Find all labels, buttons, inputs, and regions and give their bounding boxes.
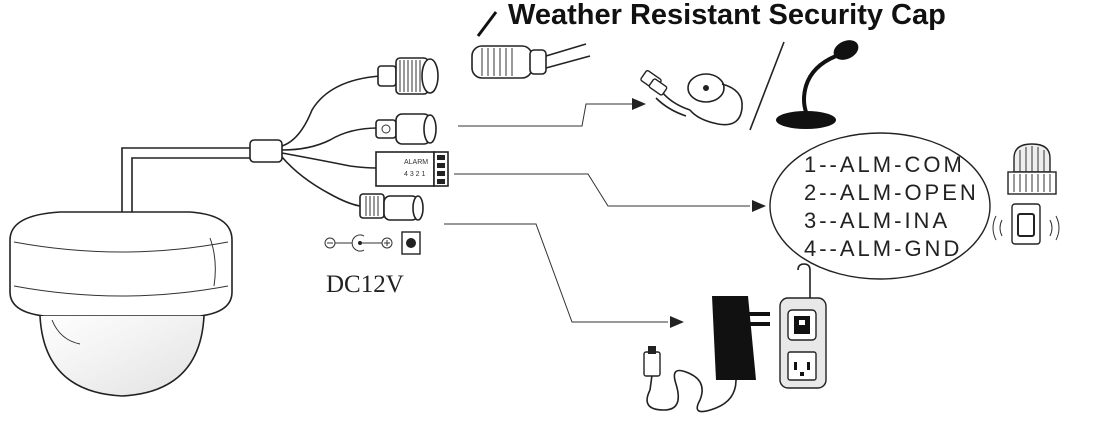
door-sensor-icon [992,203,1060,245]
alarm-pin-3: 3--ALM-INA [804,208,950,233]
power-label: DC12V [326,271,404,298]
audio-in-connector-icon [375,113,437,145]
alarm-pin-4: 4--ALM-GND [804,236,962,261]
rj45-connector-icon [377,57,439,95]
alarm-connector-numbers: 4 3 2 1 [404,171,426,178]
dome-camera-icon [9,147,258,397]
title-leader [476,11,498,37]
desk-microphone-icon [776,40,859,129]
title: Weather Resistant Security Cap [508,0,946,31]
audio-leader-line [458,103,632,127]
divider-slash [749,41,785,131]
dc-power-jack-icon [359,193,424,221]
alarm-terminal-block-icon: ALARM 4 3 2 1 [375,151,449,187]
center-positive-polarity-icon [324,231,421,255]
power-strip-icon [779,263,827,389]
audio-arrow-icon [632,98,646,110]
alarm-pin-1: 1--ALM-COM [804,152,965,177]
alarm-connector-word: ALARM [404,159,428,166]
power-adapter-icon [643,296,770,413]
power-leader-line [444,223,668,323]
alarm-pin-2: 2--ALM-OPEN [804,180,979,205]
alarm-leader-line [454,173,750,207]
pickup-microphone-icon [640,70,743,126]
alarm-arrow-icon [752,200,766,212]
security-cap-icon [471,43,591,79]
alarm-siren-icon [1007,143,1057,195]
power-arrow-icon [670,316,684,328]
cable-splitter [249,75,381,207]
alarm-pins-outline [769,132,991,280]
